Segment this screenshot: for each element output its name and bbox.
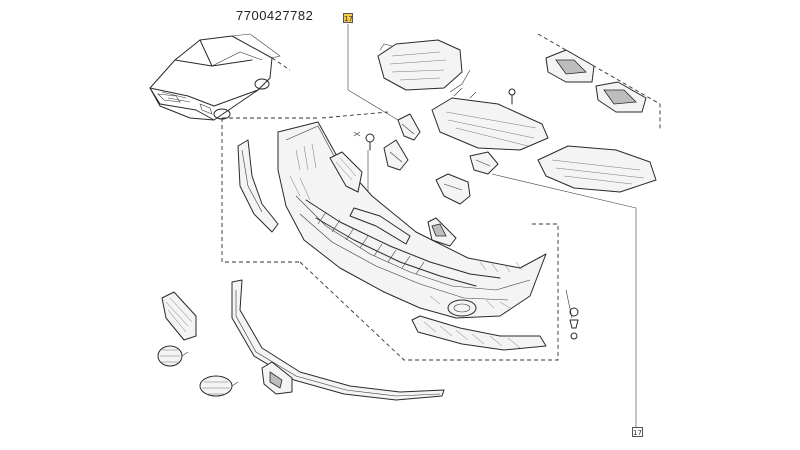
- side-trim-strip: [237, 139, 279, 233]
- side-cap: [427, 217, 457, 247]
- front-bumper: [277, 121, 547, 319]
- fasteners: [569, 307, 579, 340]
- callout-marker-bottom[interactable]: 17: [632, 427, 643, 437]
- car-thumbnail: [149, 33, 291, 121]
- assembly-frame: [221, 33, 661, 361]
- leader-lines: [347, 24, 637, 428]
- headlamp-filler: [329, 151, 363, 193]
- center-bracket: [435, 151, 499, 205]
- callout-marker-top[interactable]: 17: [343, 13, 353, 23]
- undertray-shields: [377, 39, 657, 193]
- side-brackets: [545, 49, 647, 113]
- lower-bumper-trim: [411, 315, 547, 351]
- part-number-label: 7700427782: [236, 8, 314, 23]
- lower-spoiler: [231, 279, 445, 401]
- mounting-brackets: [353, 113, 421, 171]
- small-vent: [261, 361, 293, 395]
- fog-lamp-grilles: [157, 291, 239, 397]
